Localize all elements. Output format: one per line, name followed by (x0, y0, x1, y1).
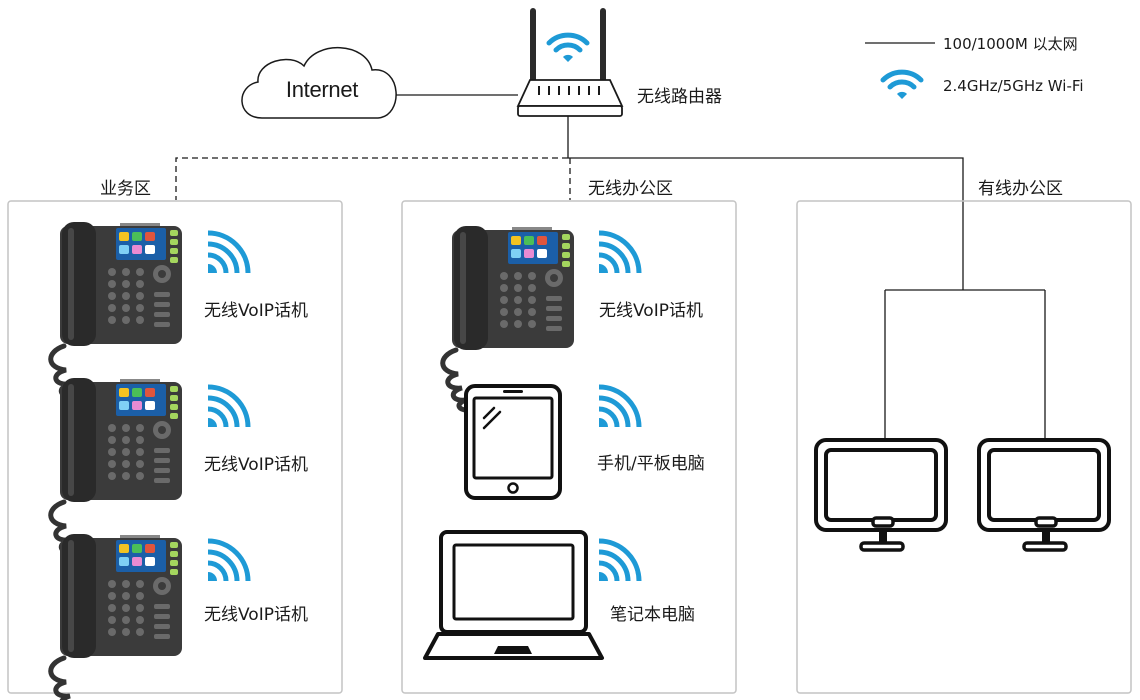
wireless-dashed-line (175, 157, 568, 200)
connection-lines (175, 94, 1046, 440)
wifi-signal-icon (208, 541, 248, 581)
wireless-office-device-1: 无线VoIP话机 (443, 226, 703, 410)
legend: 100/1000M 以太网 2.4GHz/5GHz Wi-Fi (865, 35, 1084, 99)
legend-wired-label: 100/1000M 以太网 (943, 35, 1078, 53)
wifi-signal-icon (208, 387, 248, 427)
wireless-office-device-2: 手机/平板电脑 (464, 384, 705, 500)
wired-trunk-line (568, 157, 964, 290)
legend-wifi-icon (883, 72, 921, 99)
business-device-2: 无线VoIP话机 (51, 378, 308, 562)
zone-wired-office-title: 有线办公区 (978, 179, 1063, 199)
device-label: 无线VoIP话机 (204, 605, 308, 625)
wifi-signal-icon (208, 233, 248, 273)
zone-business-box (7, 200, 343, 694)
business-device-3: 无线VoIP话机 (51, 534, 308, 700)
desk-phone-icon (51, 534, 182, 700)
cloud-icon (241, 46, 397, 119)
business-device-1: 无线VoIP话机 (51, 222, 308, 406)
device-label: 无线VoIP话机 (204, 301, 308, 321)
wifi-signal-icon (599, 541, 639, 581)
router-label: 无线路由器 (637, 87, 722, 107)
wifi-signal-icon (599, 387, 639, 427)
laptop-icon (423, 530, 604, 660)
zone-wireless-office-title: 无线办公区 (588, 179, 673, 199)
desk-phone-icon (443, 226, 574, 410)
device-label: 手机/平板电脑 (597, 454, 705, 474)
wireless-office-device-3: 笔记本电脑 (423, 530, 695, 660)
device-label: 无线VoIP话机 (599, 301, 703, 321)
zone-wired-office-box (796, 200, 1132, 694)
router-icon (516, 8, 624, 117)
legend-wifi-label: 2.4GHz/5GHz Wi-Fi (943, 77, 1084, 95)
device-label: 无线VoIP话机 (204, 455, 308, 475)
zone-wireless-office-box (401, 200, 737, 694)
device-label: 笔记本电脑 (610, 605, 695, 625)
monitor-icon (977, 438, 1111, 552)
internet-cloud: Internet (241, 46, 397, 119)
monitor-icon (814, 438, 948, 552)
internet-label: Internet (286, 77, 358, 102)
wifi-signal-icon (599, 233, 639, 273)
zone-business-title: 业务区 (100, 179, 151, 199)
tablet-icon (464, 384, 562, 500)
